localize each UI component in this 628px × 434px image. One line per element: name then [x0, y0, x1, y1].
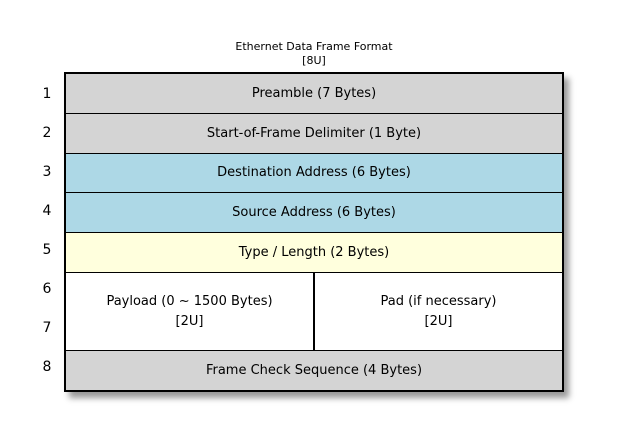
frame-row-destination-address-label: Destination Address (6 Bytes)	[217, 165, 411, 181]
row-number-8: 8	[42, 358, 52, 375]
row-number-2: 2	[42, 124, 52, 141]
ethernet-frame-table: Preamble (7 Bytes) Start-of-Frame Delimi…	[64, 72, 564, 392]
frame-row-fcs: Frame Check Sequence (4 Bytes)	[66, 351, 562, 390]
diagram-title-line1: Ethernet Data Frame Format	[235, 40, 393, 53]
frame-row-preamble: Preamble (7 Bytes)	[66, 74, 562, 114]
frame-row-sfd: Start-of-Frame Delimiter (1 Byte)	[66, 113, 562, 154]
payload-cell-label: Payload (0 ~ 1500 Bytes)	[106, 293, 273, 309]
frame-row-source-address-label: Source Address (6 Bytes)	[232, 205, 396, 221]
row-number-6: 6	[42, 280, 52, 297]
frame-row-fcs-label: Frame Check Sequence (4 Bytes)	[205, 363, 423, 379]
row-number-1: 1	[42, 85, 52, 102]
frame-row-preamble-label: Preamble (7 Bytes)	[251, 85, 377, 101]
frame-row-type-length-label: Type / Length (2 Bytes)	[238, 244, 390, 260]
frame-row-source-address: Source Address (6 Bytes)	[66, 193, 562, 233]
row-number-4: 4	[42, 202, 52, 219]
pad-cell-units: [2U]	[424, 313, 453, 329]
row-number-7: 7	[42, 319, 52, 336]
row-number-5: 5	[42, 241, 52, 258]
payload-cell-units: [2U]	[175, 313, 204, 329]
row-number-3: 3	[42, 163, 52, 180]
diagram-title: Ethernet Data Frame Format [8U]	[0, 40, 628, 68]
frame-row-destination-address: Destination Address (6 Bytes)	[66, 153, 562, 194]
payload-cell: Payload (0 ~ 1500 Bytes) [2U]	[66, 273, 313, 351]
pad-cell-label: Pad (if necessary)	[380, 293, 497, 309]
diagram-title-line2: [8U]	[302, 54, 326, 67]
frame-row-type-length: Type / Length (2 Bytes)	[66, 233, 562, 273]
frame-row-sfd-label: Start-of-Frame Delimiter (1 Byte)	[206, 125, 422, 141]
pad-cell: Pad (if necessary) [2U]	[313, 272, 562, 351]
row-number-column: 1 2 3 4 5 6 7 8	[36, 74, 58, 386]
frame-row-payload-pad: Payload (0 ~ 1500 Bytes) [2U] Pad (if ne…	[66, 272, 562, 352]
